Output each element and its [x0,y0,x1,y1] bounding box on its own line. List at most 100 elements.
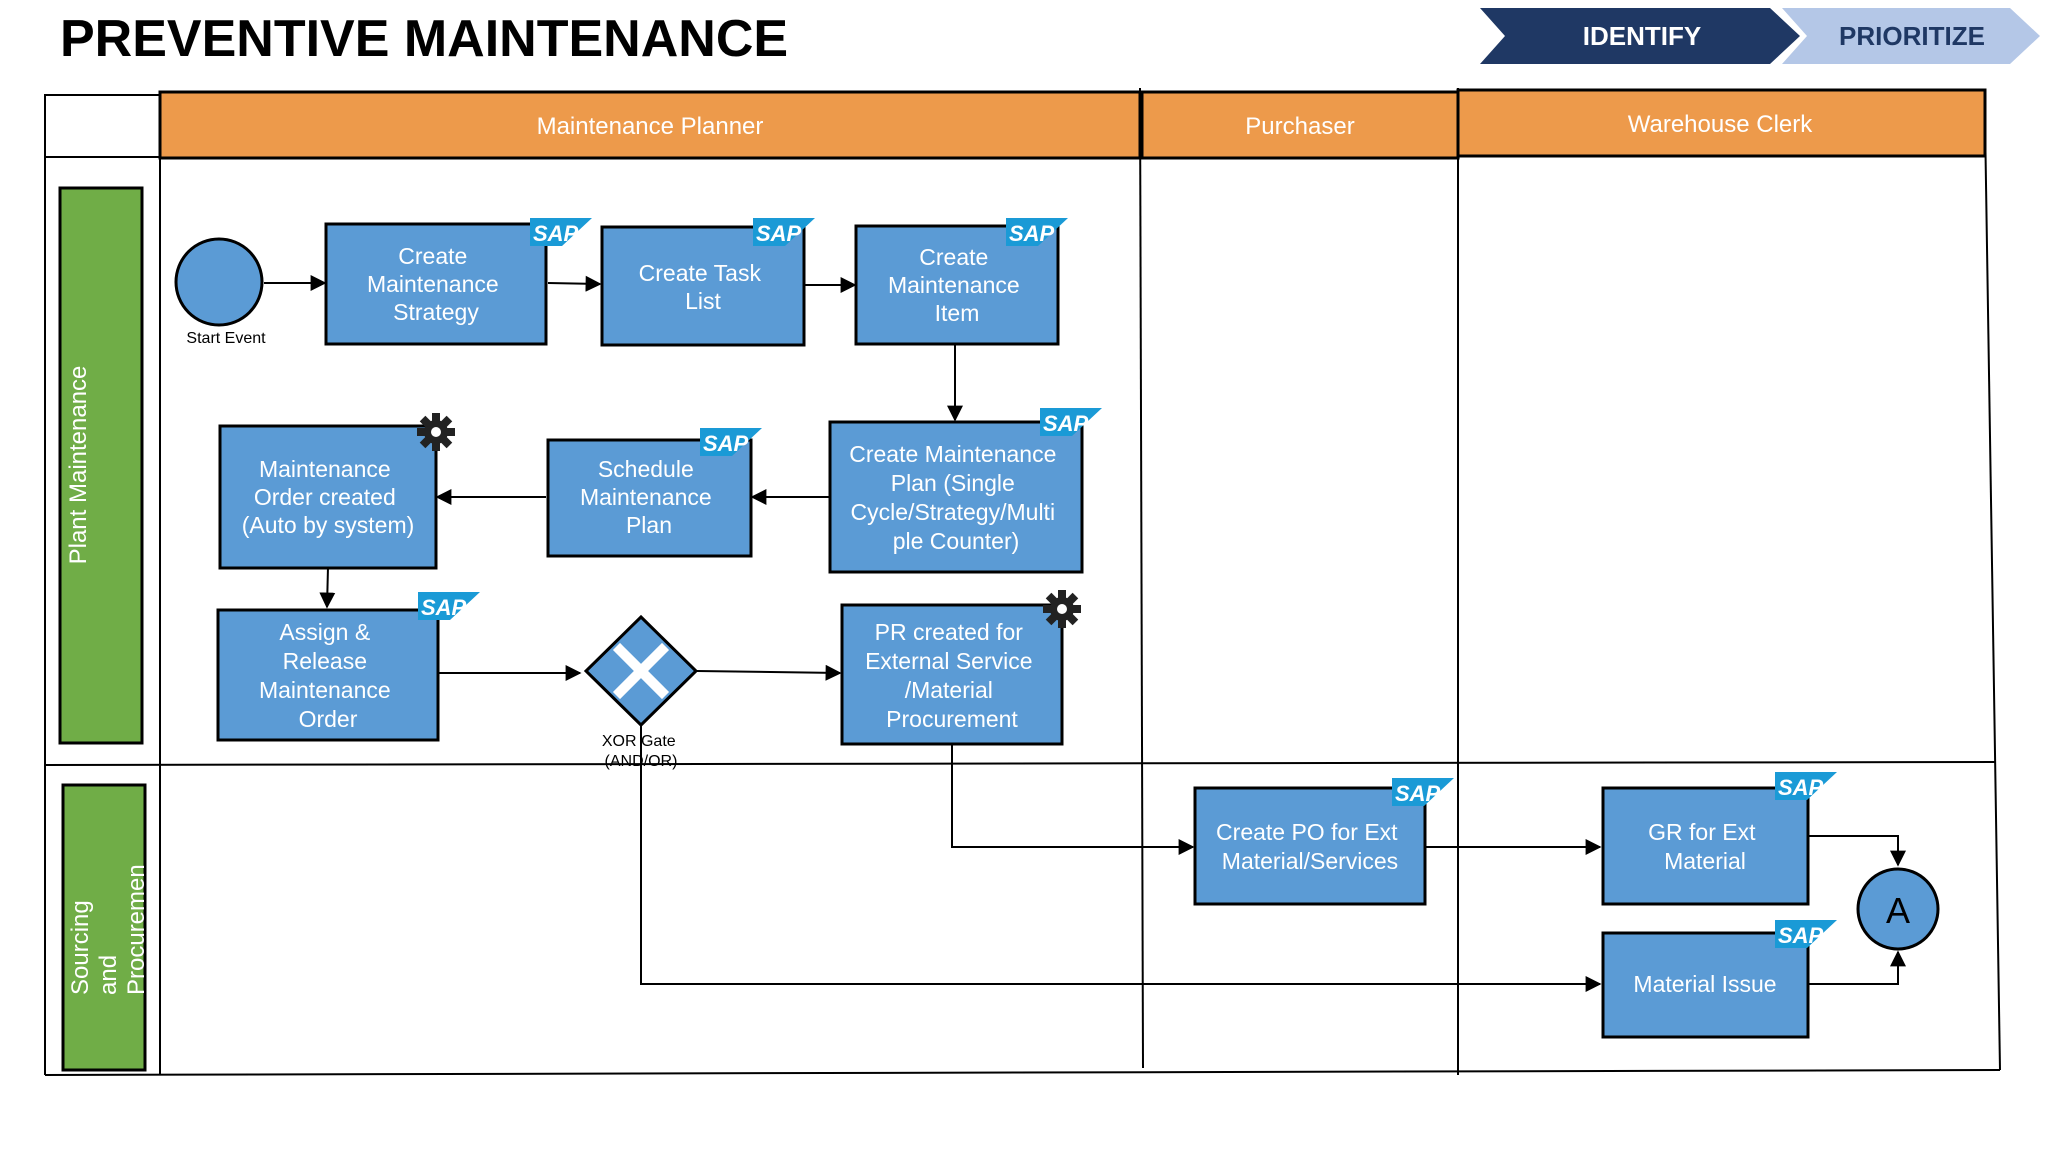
svg-text:GR for Ext Material: GR for Ext Material [1648,819,1762,874]
task-line: External Service [865,648,1032,674]
sap-badge-text: SAP [1395,781,1441,806]
task-create-po: Create PO for Ext Material/Services [1193,786,1427,906]
task-line: Create Maintenance [849,441,1056,467]
sap-badge-text: SAP [1043,411,1089,436]
sap-badge-item: SAP [1006,218,1068,246]
svg-text:XOR Gate (AND/OR): XOR Gate (AND/OR) [602,733,680,770]
sap-badge-text: SAP [1009,221,1055,246]
chevron-prioritize-label: PRIORITIZE [1839,21,1985,51]
svg-text:Maintenance Order create: Maintenance Order created (Auto by syste… [242,456,415,538]
task-line: Plan (Single [891,470,1015,496]
off-page-connector-a: A [1856,867,1940,951]
task-create-task-list: Create Task List [600,225,806,347]
task-line: PR created for [875,619,1024,645]
task-line: List [685,288,721,314]
sap-badge-schedule: SAP [700,428,762,456]
task-line: GR for Ext [1648,819,1756,845]
task-line: Order created [254,484,396,510]
start-event: Start Event [174,237,266,347]
task-line: Strategy [393,299,479,325]
sap-badge-task-list: SAP [753,218,815,246]
task-line: Schedule [598,456,694,482]
task-line: Material [1664,848,1746,874]
task-line: Assign & [279,619,370,645]
xor-cross-icon [612,642,670,700]
row-header-plant-maintenance: Plant Maintenance [58,186,144,745]
sap-badge-po: SAP [1392,778,1454,806]
task-create-maintenance-plan: Create Maintenance Plan (Single Cycle/St… [828,420,1084,574]
sap-badge-material-issue: SAP [1775,920,1837,948]
sap-badge-text: SAP [533,221,579,246]
flow-connectors [264,275,1906,992]
sap-badge-text: SAP [1778,775,1824,800]
task-line: Maintenance [259,677,391,703]
task-line: Material Issue [1633,971,1776,997]
task-line: Order [299,706,358,732]
row-header-sourcing-line-3: Procuremen [123,864,150,995]
sap-badge-plan: SAP [1040,408,1102,436]
chevron-identify-label: IDENTIFY [1583,21,1701,51]
xor-gateway-label: (AND/OR) [605,753,678,770]
lane-header-maintenance-planner-label: Maintenance Planner [537,113,764,140]
svg-text:Create PO for Ext Materi: Create PO for Ext Material/Services [1216,819,1404,874]
row-header-sourcing-line-2: and [95,955,122,995]
task-line: Maintenance [259,456,391,482]
page-title: PREVENTIVE MAINTENANCE [60,10,788,68]
sap-badge-assign: SAP [418,592,480,620]
chevron-prioritize: PRIORITIZE [1782,8,2040,64]
task-line: Maintenance [367,271,499,297]
task-pr-created: PR created for External Service /Materia… [840,603,1064,746]
task-line: Create [398,243,467,269]
start-event-label: Start Event [186,330,266,347]
sap-badge-text: SAP [421,595,467,620]
connector-a-label: A [1886,890,1910,931]
swimlane-grid [44,87,2001,1076]
svg-text:PR created for External: PR created for External Service /Materia… [865,619,1039,732]
task-maintenance-order-created: Maintenance Order created (Auto by syste… [218,424,438,570]
task-line: /Material [905,677,993,703]
task-gr-ext-material: GR for Ext Material [1601,786,1810,906]
task-line: ple Counter) [893,528,1020,554]
task-assign-release-order: Assign & Release Maintenance Order [216,608,440,742]
lane-header-warehouse-clerk: Warehouse Clerk [1456,88,1987,158]
task-line: Create Task [639,260,762,286]
row-header-plant-maintenance-label: Plant Maintenance [65,366,92,565]
task-line: Release [283,648,367,674]
row-header-sourcing: Sourcing and Procuremen [61,783,150,1072]
task-material-issue: Material Issue [1601,931,1810,1039]
svg-text:Create Maintenance Plan: Create Maintenance Plan (Single Cycle/St… [849,441,1063,554]
task-line: (Auto by system) [242,512,415,538]
chevron-identify: IDENTIFY [1480,8,1800,64]
task-line: Create [919,244,988,270]
svg-text:Assign & Release: Assign & Release Maintenance Order [259,619,397,732]
task-line: Maintenance [580,484,712,510]
sap-badge-gr: SAP [1775,772,1837,800]
task-line: Maintenance [888,272,1020,298]
task-schedule-maintenance-plan: Schedule Maintenance Plan [546,438,753,558]
task-line: Procurement [886,706,1018,732]
svg-text:Create Task List: Create Task List [639,260,768,314]
lane-header-maintenance-planner: Maintenance Planner [158,90,1142,160]
xor-gateway: XOR Gate (AND/OR) [583,614,699,770]
lane-header-purchaser: Purchaser [1140,90,1460,160]
svg-text:Schedule Maintenance: Schedule Maintenance Plan [580,456,718,538]
sap-badge-strategy: SAP [530,218,592,246]
gear-icon [1043,590,1081,628]
svg-text:Create Maintenance: Create Maintenance Strategy [367,243,505,325]
task-line: Material/Services [1222,848,1398,874]
gear-icon [417,413,455,451]
xor-gateway-label: XOR Gate [602,733,676,750]
lane-header-warehouse-clerk-label: Warehouse Clerk [1628,111,1814,138]
sap-badge-text: SAP [1778,923,1824,948]
sap-badge-text: SAP [756,221,802,246]
svg-text:Create Maintenance: Create Maintenance Item [888,244,1026,326]
row-header-sourcing-line-1: Sourcing [67,900,94,995]
task-line: Item [935,300,980,326]
task-line: Plan [626,512,672,538]
task-line: Cycle/Strategy/Multi [851,499,1056,525]
task-line: Create PO for Ext [1216,819,1398,845]
lane-header-purchaser-label: Purchaser [1245,113,1354,140]
task-create-maintenance-strategy: Create Maintenance Strategy [324,222,548,346]
sap-badge-text: SAP [703,431,749,456]
